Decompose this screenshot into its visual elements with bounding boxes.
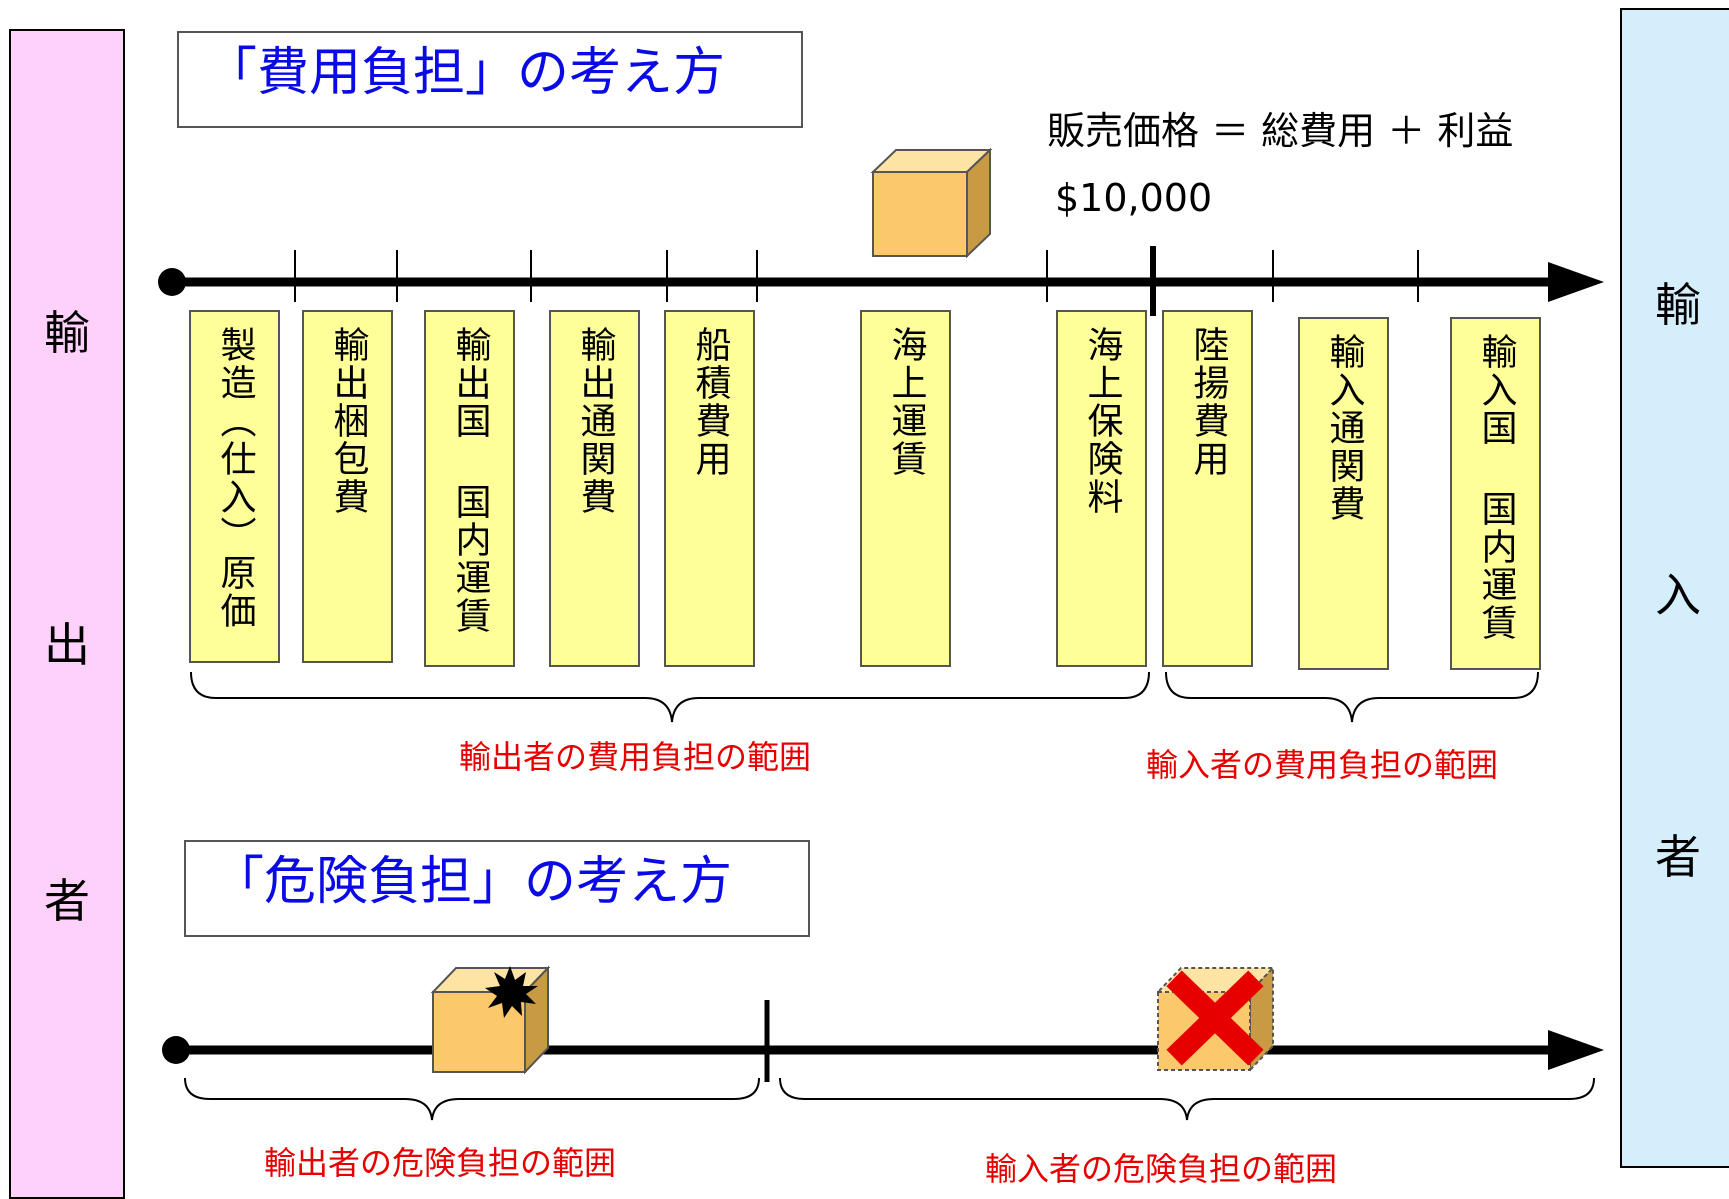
- risk-section-title: 「危険負担」の考え方: [184, 840, 810, 937]
- exporter-char: 出: [44, 618, 90, 672]
- import-risk-range-label: 輸入者の危険負担の範囲: [985, 1150, 1338, 1188]
- export-cost-range-label: 輸出者の費用負担の範囲: [459, 738, 812, 776]
- importer-char: 輸: [1655, 278, 1701, 332]
- importer-side-panel: 輸 入 者: [1620, 8, 1729, 1168]
- cost-item-box: 船積費用: [664, 310, 755, 667]
- cargo-box-icon: [870, 147, 993, 259]
- cost-item-label: 陸揚費用: [1187, 326, 1229, 478]
- cost-item-label: 船積費用: [689, 326, 731, 478]
- cost-item-box: 輸出梱包費: [302, 310, 393, 663]
- cost-item-box: 陸揚費用: [1162, 310, 1253, 667]
- import-cost-range-label: 輸入者の費用負担の範囲: [1146, 746, 1499, 784]
- cost-item-box: 輸出通関費: [549, 310, 640, 667]
- explosion-icon: [485, 966, 538, 1018]
- exporter-side-panel: 輸 出 者: [9, 29, 125, 1199]
- cost-item-box: 海上保険料: [1056, 310, 1147, 667]
- export-risk-range-label: 輸出者の危険負担の範囲: [264, 1144, 617, 1182]
- cost-item-label: 輸出国 国内運賃: [449, 326, 491, 635]
- cost-item-label: 海上運賃: [885, 326, 927, 478]
- cost-section-title: 「費用負担」の考え方: [177, 31, 803, 128]
- exporter-char: 者: [44, 874, 90, 928]
- importer-char: 入: [1655, 568, 1701, 622]
- lost-cargo-icon: [1155, 965, 1276, 1073]
- import-risk-brace: [779, 1077, 1595, 1121]
- import-cost-brace: [1165, 671, 1539, 723]
- risk-timeline: [162, 1000, 1604, 1082]
- timeline-arrowhead: [1548, 1030, 1604, 1070]
- cost-timeline: [158, 246, 1604, 316]
- cost-item-box: 輸出国 国内運賃: [424, 310, 515, 667]
- export-cost-brace: [190, 671, 1150, 723]
- cost-item-box: 輸入国 国内運賃: [1450, 317, 1541, 670]
- cost-item-label: 輸入通関費: [1323, 333, 1365, 523]
- damaged-cargo-icon: [430, 965, 551, 1075]
- importer-char: 者: [1655, 830, 1701, 884]
- cost-item-box: 製造（仕入）原価: [189, 310, 280, 663]
- cost-item-box: 海上運賃: [860, 310, 951, 667]
- exporter-char: 輸: [44, 306, 90, 360]
- cost-item-box: 輸入通関費: [1298, 317, 1389, 670]
- cost-item-label: 輸出梱包費: [327, 326, 369, 516]
- cost-item-label: 輸出通関費: [574, 326, 616, 516]
- export-risk-brace: [184, 1077, 760, 1121]
- cost-timeline-ticks: [294, 250, 1419, 302]
- timeline-arrowhead: [1548, 262, 1604, 302]
- cost-item-label: 輸入国 国内運賃: [1475, 333, 1517, 642]
- price-formula: 販売価格 ＝ 総費用 ＋ 利益: [1047, 109, 1514, 153]
- cost-item-label: 製造（仕入）原価: [214, 326, 256, 630]
- cost-item-label: 海上保険料: [1081, 326, 1123, 516]
- cross-mark-icon: [1166, 970, 1264, 1066]
- price-value: $10,000: [1055, 176, 1213, 220]
